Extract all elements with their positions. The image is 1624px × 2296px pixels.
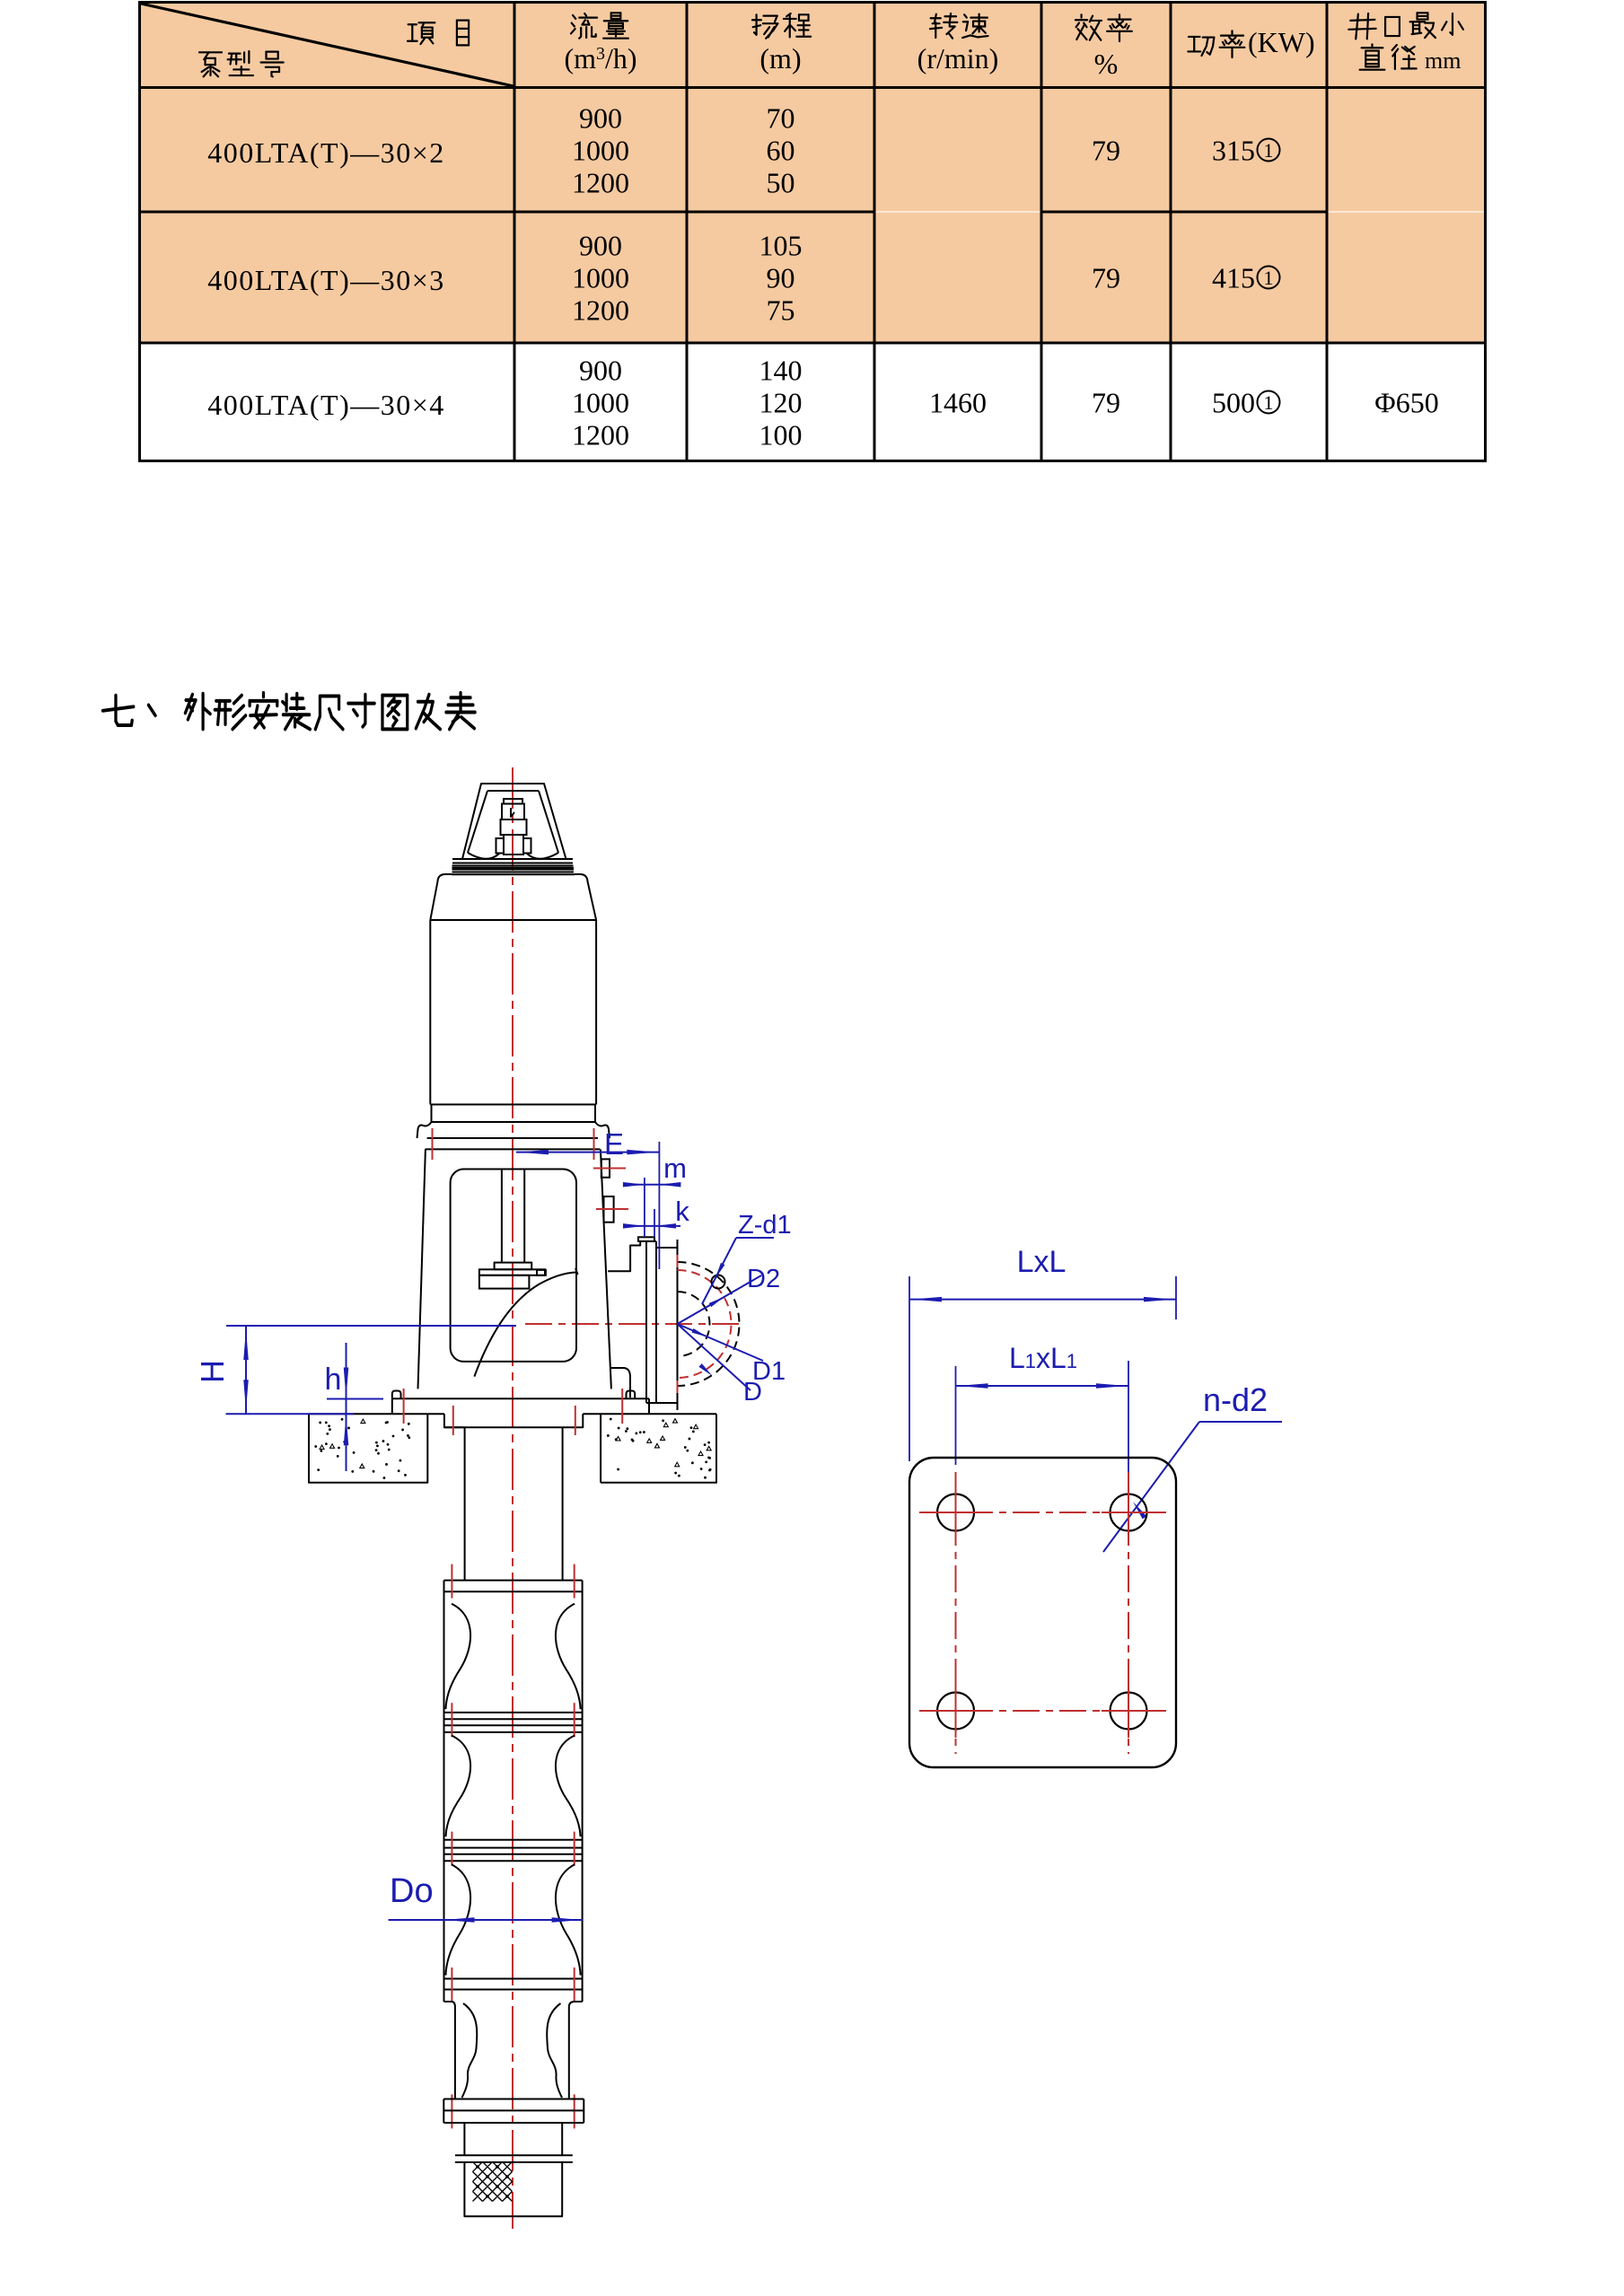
svg-text:%: % bbox=[1094, 48, 1119, 80]
svg-text:75: 75 bbox=[767, 294, 795, 327]
svg-text:LxL: LxL bbox=[1017, 1245, 1067, 1279]
svg-text:m: m bbox=[663, 1152, 687, 1184]
svg-text:900: 900 bbox=[579, 230, 622, 262]
svg-text:79: 79 bbox=[1092, 135, 1120, 167]
svg-text:50: 50 bbox=[767, 167, 795, 199]
svg-text:1000: 1000 bbox=[572, 262, 629, 294]
svg-text:Do: Do bbox=[390, 1872, 434, 1910]
svg-text:90: 90 bbox=[767, 262, 795, 294]
svg-text:1: 1 bbox=[1264, 139, 1274, 162]
svg-text:1000: 1000 bbox=[572, 387, 629, 419]
svg-text:L1xL1: L1xL1 bbox=[1009, 1342, 1077, 1374]
svg-text:400LTA(T)—30×4: 400LTA(T)—30×4 bbox=[207, 389, 445, 421]
svg-text:120: 120 bbox=[759, 387, 803, 419]
svg-text:(KW): (KW) bbox=[1248, 26, 1315, 58]
svg-text:79: 79 bbox=[1092, 262, 1120, 294]
svg-text:105: 105 bbox=[759, 230, 803, 262]
svg-text:140: 140 bbox=[759, 355, 803, 387]
svg-text:D2: D2 bbox=[747, 1265, 780, 1293]
svg-text:mm: mm bbox=[1425, 48, 1461, 74]
svg-text:1200: 1200 bbox=[572, 294, 629, 327]
svg-text:400LTA(T)—30×3: 400LTA(T)—30×3 bbox=[207, 264, 445, 296]
svg-text:Φ650: Φ650 bbox=[1374, 387, 1438, 419]
svg-text:k: k bbox=[675, 1196, 689, 1227]
svg-text:n-d2: n-d2 bbox=[1203, 1381, 1268, 1418]
svg-text:500: 500 bbox=[1212, 387, 1255, 419]
svg-text:315: 315 bbox=[1212, 135, 1255, 167]
svg-text:70: 70 bbox=[767, 102, 795, 135]
svg-text:60: 60 bbox=[767, 135, 795, 167]
svg-text:1: 1 bbox=[1264, 391, 1274, 414]
svg-text:900: 900 bbox=[579, 355, 622, 387]
svg-text:415: 415 bbox=[1212, 262, 1255, 294]
svg-text:100: 100 bbox=[759, 419, 803, 451]
svg-text:(m): (m) bbox=[759, 42, 801, 74]
svg-text:1460: 1460 bbox=[929, 387, 987, 419]
svg-text:(r/min): (r/min) bbox=[917, 42, 999, 74]
svg-text:900: 900 bbox=[579, 102, 622, 135]
svg-text:Z-d1: Z-d1 bbox=[738, 1211, 792, 1240]
svg-text:D: D bbox=[743, 1378, 762, 1407]
svg-text:1000: 1000 bbox=[572, 135, 629, 167]
svg-text:79: 79 bbox=[1092, 387, 1120, 419]
svg-text:E: E bbox=[604, 1127, 624, 1161]
svg-text:H: H bbox=[194, 1360, 231, 1383]
svg-text:1200: 1200 bbox=[572, 419, 629, 451]
svg-text:D1: D1 bbox=[752, 1357, 786, 1386]
svg-text:400LTA(T)—30×2: 400LTA(T)—30×2 bbox=[207, 136, 445, 169]
svg-text:1200: 1200 bbox=[572, 167, 629, 199]
svg-text:h: h bbox=[325, 1363, 342, 1397]
svg-text:1: 1 bbox=[1264, 267, 1274, 289]
